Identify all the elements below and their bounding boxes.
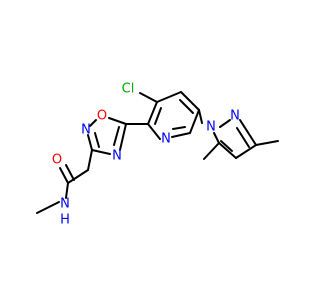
bond-c5ox-o	[108, 117, 127, 125]
bond-carbonyl-o	[59, 167, 69, 184]
bond-n-methyl	[36, 201, 60, 214]
bond-c4pyr-n1pz	[198, 109, 203, 124]
bond-n2pz-c3pz-inner	[236, 127, 250, 148]
bond-c5-n-pyridine-inner	[172, 126, 186, 130]
bond-n-pyridine-c1	[147, 123, 161, 140]
bond-c5-n-pyridine	[171, 132, 191, 138]
bond-carbonyl-o-inner	[65, 164, 75, 181]
molecule-structure-diagram: Cl N O N N N N O N H	[36, 82, 279, 228]
bond-n2pz-c3pz	[239, 119, 257, 146]
bond-c3pz-c4pz	[235, 144, 257, 159]
atom-labels: Cl N O N N N N O N H	[52, 82, 240, 228]
bond-n1pz-n2pz	[219, 119, 231, 128]
atom-label-n-oxadiazole-4: N	[112, 149, 122, 164]
bond-n2-c3ox	[87, 134, 93, 151]
bond-o-n2	[89, 119, 97, 127]
bond-n4-c5ox-inner	[113, 126, 120, 146]
bond-c5pz-n1pz	[213, 132, 220, 144]
atom-label-n-pyrazole-2: N	[230, 109, 240, 124]
bond-c3-c4-inner	[179, 99, 194, 114]
bond-c4-c5	[189, 109, 200, 134]
atom-label-n-pyridine: N	[161, 132, 171, 147]
bond-c4pz-c5pz-inner	[220, 140, 233, 152]
atom-label-n-pyrazole-1: N	[206, 120, 216, 135]
bond-n2-c3ox-inner	[94, 132, 100, 148]
bond-c3ox-ch2	[87, 149, 93, 171]
bond-c1-c2-inner	[154, 107, 162, 125]
bond-c3ox-n4	[91, 149, 111, 155]
bond-c3-c4	[180, 91, 200, 111]
bond-c5pz-methyl	[203, 142, 220, 160]
atom-label-h-amide: H	[60, 213, 70, 228]
bond-c2-c3	[156, 91, 182, 103]
atom-label-o-oxadiazole: O	[97, 109, 107, 124]
atom-label-cl: Cl	[122, 82, 135, 97]
bond-c2-cl	[139, 92, 158, 103]
bonds	[36, 91, 279, 214]
bond-n4-c5ox	[119, 123, 127, 151]
atom-label-n-oxadiazole-2: N	[81, 123, 91, 138]
bond-ch2-c-carbonyl	[67, 169, 89, 184]
atom-label-o-carbonyl: O	[52, 153, 62, 168]
atom-label-n-amide: N	[60, 197, 70, 212]
bond-carbonyl-n	[65, 182, 69, 199]
bond-c3pz-methyl	[255, 140, 279, 146]
bond-c4pz-c5pz	[218, 142, 237, 159]
bond-c1-c2	[147, 101, 158, 125]
